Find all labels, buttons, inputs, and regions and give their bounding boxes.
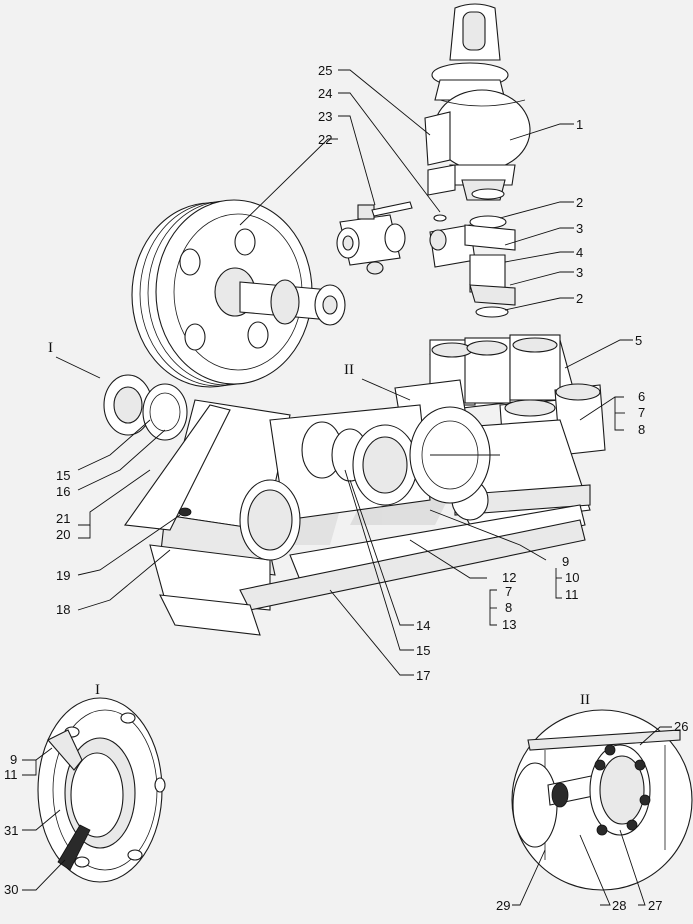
detail-I-label-30: 30 [4,882,18,897]
callout-roman-I: I [48,340,53,356]
callout-labels: 25 24 23 22 1 2 3 4 3 2 5 6 7 8 II I 15 … [48,63,645,683]
callout-3b: 3 [576,265,583,280]
callout-roman-II: II [344,362,354,378]
detail-view-II: II 26 29 28 27 [496,692,693,913]
leader-lines [55,69,633,676]
callout-16: 16 [56,484,70,499]
callout-18: 18 [56,602,70,617]
callout-20: 20 [56,527,70,542]
detail-view-I: I 9 11 31 30 [4,682,166,897]
detail-I-label-11: 11 [4,767,18,782]
valve-tee [336,201,413,275]
callout-7b: 7 [505,584,512,599]
callout-13: 13 [502,617,516,632]
crosshead-covers [301,406,500,506]
air-chamber [424,3,531,201]
callout-23: 23 [318,109,332,124]
callout-15a: 15 [56,468,70,483]
detail-II-label-26: 26 [674,719,688,734]
callout-3a: 3 [576,221,583,236]
detail-I-label-9: 9 [10,752,17,767]
callout-2a: 2 [576,195,583,210]
callout-8b: 8 [505,600,512,615]
callout-5: 5 [635,333,642,348]
callout-1: 1 [576,117,583,132]
callout-7a: 7 [638,405,645,420]
callout-6: 6 [638,389,645,404]
callout-11a: 11 [565,587,579,602]
detail-II-label-27: 27 [648,898,662,913]
detail-I-title: I [95,682,100,698]
callout-25: 25 [318,63,332,78]
detail-II-label-28: 28 [612,898,626,913]
callout-14: 14 [416,618,430,633]
callout-2b: 2 [576,291,583,306]
callout-10: 10 [565,570,579,585]
callout-21: 21 [56,511,70,526]
callout-24: 24 [318,86,332,101]
pulley-wheel [131,199,346,388]
fitting-block [429,188,516,318]
callout-12: 12 [502,570,516,585]
callout-8a: 8 [638,422,645,437]
callout-9a: 9 [562,554,569,569]
callout-4: 4 [576,245,583,260]
detail-I-label-31: 31 [4,823,18,838]
callout-22: 22 [318,132,332,147]
bearing-cover [103,374,188,441]
callout-17: 17 [416,668,430,683]
callout-19: 19 [56,568,70,583]
callout-15b: 15 [416,643,430,658]
detail-II-title: II [580,692,590,708]
detail-II-label-29: 29 [496,898,510,913]
